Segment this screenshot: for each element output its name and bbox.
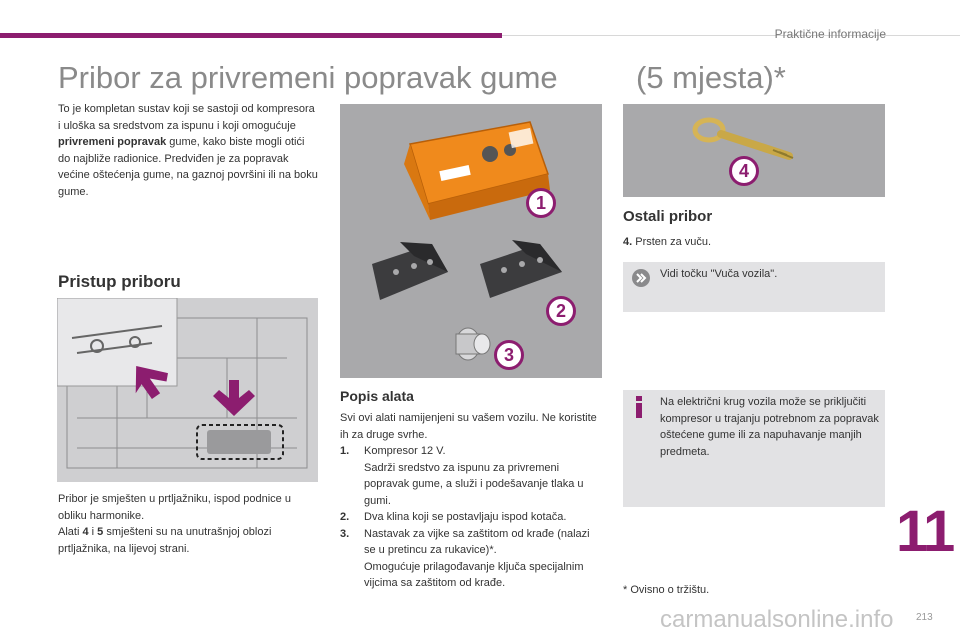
footnote: * Ovisno o tržištu. — [623, 584, 710, 596]
header-rule — [502, 35, 960, 36]
trunk-image — [57, 298, 318, 482]
access-heading: Pristup priboru — [58, 272, 181, 291]
list-item-detail: Omogućuje prilagođavanje ključa specijal… — [364, 560, 584, 590]
info-box: Na električni krug vozila može se priklj… — [623, 390, 885, 507]
towing-ring-image: 4 — [623, 104, 885, 197]
page-title: Pribor za privremeni popravak gume — [58, 60, 558, 95]
list-item-number: 1. — [340, 445, 350, 457]
callout-4: 4 — [729, 156, 759, 186]
list-item-text: Dva klina koji se postavljaju ispod kota… — [364, 511, 567, 523]
access-location-text: Pribor je smješten u prtljažniku, ispod … — [58, 493, 291, 522]
list-item-number: 3. — [340, 527, 350, 540]
trunk-illustration — [57, 298, 318, 482]
page-number: 213 — [916, 612, 933, 623]
list-item: 3. Nastavak za vijke sa zaštitom od krađ… — [340, 526, 602, 592]
other-heading: Ostali pribor — [623, 208, 713, 225]
info-text: Na električni krug vozila može se priklj… — [660, 396, 879, 458]
callout-3: 3 — [494, 340, 524, 370]
list-item-detail: Sadrži sredstvo za ispunu za privremeni … — [364, 461, 584, 507]
list-item-text: Nastavak za vijke sa zaštitom od krađe (… — [364, 527, 590, 557]
towing-ring-icon — [692, 117, 794, 160]
towing-ring-illustration — [623, 104, 885, 197]
tools-heading: Popis alata — [340, 388, 414, 404]
tools-intro: Svi ovi alati namijenjeni su vašem vozil… — [340, 412, 597, 441]
wheel-chock-icon — [480, 240, 562, 298]
repair-kit-image: 1 2 3 — [340, 104, 602, 378]
other-item: 4. Prsten za vuču. — [623, 236, 712, 248]
see-reference-text: Vidi točku "Vuča vozila". — [660, 268, 778, 280]
page-title-suffix: (5 mjesta)* — [636, 60, 786, 95]
lock-nut-adapter-icon — [455, 327, 491, 361]
list-item-text: Kompresor 12 V. — [364, 445, 446, 457]
section-label: Praktične informacije — [774, 27, 886, 41]
arrow-down-icon — [213, 380, 255, 416]
info-icon — [634, 396, 644, 418]
chapter-number: 11 — [896, 499, 955, 564]
intro-paragraph: To je kompletan sustav koji se sastoji o… — [58, 103, 318, 198]
arrow-up-icon — [135, 366, 168, 399]
reference-arrow-icon — [632, 269, 650, 287]
callout-2: 2 — [546, 296, 576, 326]
access-tools-text: Alati 4 i 5 smješteni su na unutrašnjoj … — [58, 526, 272, 555]
repair-kit-illustration — [340, 104, 602, 378]
watermark: carmanualsonline.info — [660, 606, 894, 633]
header-accent-bar — [0, 33, 502, 38]
callout-1: 1 — [526, 188, 556, 218]
see-reference-box: Vidi točku "Vuča vozila". — [623, 262, 885, 312]
compressor-icon — [404, 121, 550, 220]
tools-list: 1. Kompresor 12 V. Sadrži sredstvo za is… — [340, 443, 602, 592]
list-item-number: 2. — [340, 511, 350, 523]
list-item: 2. Dva klina koji se postavljaju ispod k… — [340, 509, 602, 526]
list-item: 1. Kompresor 12 V. Sadrži sredstvo za is… — [340, 443, 602, 509]
wheel-chock-icon — [372, 242, 448, 300]
